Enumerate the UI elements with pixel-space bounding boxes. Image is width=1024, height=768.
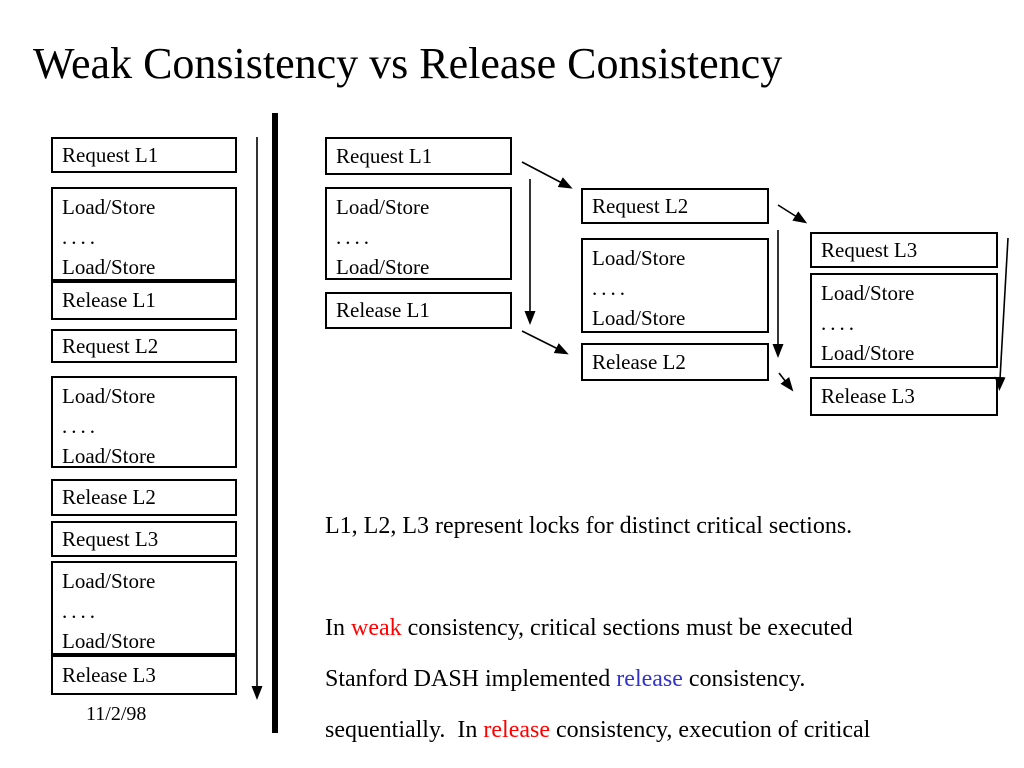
box-label: Release L2: [62, 485, 156, 509]
box-label: Request L3: [821, 237, 918, 262]
box-label: Release L3: [62, 662, 156, 687]
weak-box-release-l1: Release L1: [51, 281, 237, 320]
box-line: Load/Store: [62, 444, 156, 468]
box-line: Load/Store: [62, 255, 156, 279]
box-label: Release L1: [62, 288, 156, 312]
box-line: Load/Store: [336, 255, 430, 279]
arrow-release-l1-to-release-l2: [521, 330, 569, 355]
box-line-dots: ....: [821, 311, 858, 335]
box-line: Load/Store: [62, 629, 156, 653]
release-highlight: release: [483, 717, 551, 743]
release-box-loadstore-3: Load/Store .... Load/Store: [810, 273, 998, 368]
release-highlight-blue: release: [616, 666, 683, 692]
release-box-loadstore-2: Load/Store .... Load/Store: [581, 238, 769, 333]
box-label: Request L2: [62, 333, 159, 358]
box-line-dots: ....: [62, 599, 99, 623]
box-line: Load/Store: [821, 341, 915, 365]
box-line: Load/Store: [62, 384, 156, 408]
arrow-request-l1-to-request-l2: [521, 161, 573, 189]
slide-date: 11/2/98: [86, 703, 147, 725]
box-label: Request L1: [62, 142, 159, 167]
box-label: Request L2: [592, 193, 689, 218]
weak-box-loadstore-3: Load/Store .... Load/Store: [51, 561, 237, 655]
box-line: Load/Store: [336, 195, 430, 219]
box-label: Release L1: [336, 298, 430, 322]
weak-box-request-l1: Request L1: [51, 137, 237, 173]
weak-box-release-l3: Release L3: [51, 655, 237, 695]
box-line-dots: ....: [336, 225, 373, 249]
arrow-request-l2-to-request-l3: [777, 204, 808, 224]
weak-box-loadstore-2: Load/Store .... Load/Store: [51, 376, 237, 468]
release-box-request-l2: Request L2: [581, 188, 769, 224]
box-label: Request L1: [336, 143, 433, 168]
box-line: Load/Store: [592, 306, 686, 330]
box-line-dots: ....: [62, 414, 99, 438]
weak-box-release-l2: Release L2: [51, 479, 237, 516]
release-box-loadstore-1: Load/Store .... Load/Store: [325, 187, 512, 280]
release-cs3-down-arrow: [994, 237, 1009, 391]
box-line: Load/Store: [62, 569, 156, 593]
divider-bar: [272, 113, 278, 733]
slide-title: Weak Consistency vs Release Consistency: [33, 39, 783, 88]
weak-box-loadstore-1: Load/Store .... Load/Store: [51, 187, 237, 281]
release-box-request-l1: Request L1: [325, 137, 512, 175]
box-line-dots: ....: [62, 225, 99, 249]
release-box-release-l2: Release L2: [581, 343, 769, 381]
paragraph-line: L1, L2, L3 represent locks for distinct …: [325, 513, 853, 539]
box-line: Load/Store: [821, 281, 915, 305]
explanation-paragraph: L1, L2, L3 represent locks for distinct …: [325, 441, 870, 768]
release-box-release-l3: Release L3: [810, 377, 998, 416]
arrow-release-l2-to-release-l3: [778, 372, 794, 392]
box-label: Release L3: [821, 384, 915, 408]
box-line: Load/Store: [62, 195, 156, 219]
weak-highlight: weak: [351, 615, 402, 641]
release-box-request-l3: Request L3: [810, 232, 998, 268]
weak-box-request-l2: Request L2: [51, 329, 237, 363]
box-line: Load/Store: [592, 246, 686, 270]
box-line-dots: ....: [592, 276, 629, 300]
box-label: Release L2: [592, 349, 686, 374]
box-label: Request L3: [62, 526, 159, 551]
dash-paragraph: Stanford DASH implemented release consis…: [325, 594, 816, 768]
paragraph-line: sequentially. In release consistency, ex…: [325, 717, 871, 743]
weak-box-request-l3: Request L3: [51, 521, 237, 557]
paragraph-line: Release/Request accesses to locks distin…: [325, 764, 816, 768]
paragraph-line: Stanford DASH implemented release consis…: [325, 666, 806, 692]
release-box-release-l1: Release L1: [325, 292, 512, 329]
paragraph-line: In weak consistency, critical sections m…: [325, 615, 853, 641]
